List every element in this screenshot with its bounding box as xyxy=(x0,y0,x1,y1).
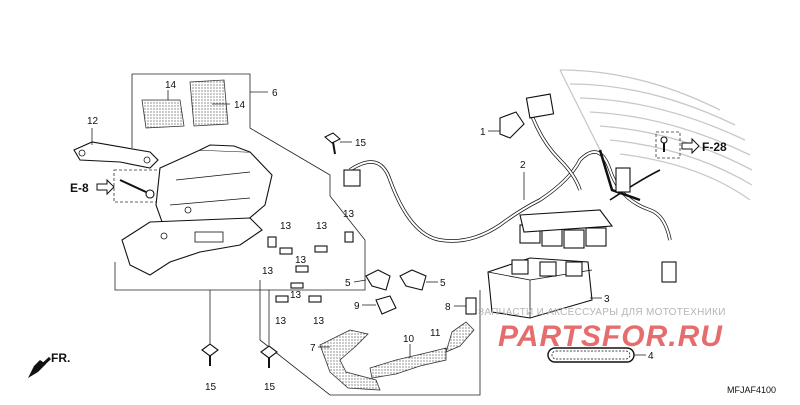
strap-7 xyxy=(319,329,381,391)
ref-f28-label: F-28 xyxy=(702,140,727,154)
callout-15-top: 15 xyxy=(355,138,367,149)
callout-8: 8 xyxy=(445,302,451,313)
f28-arrow xyxy=(681,137,700,155)
group-outline-6 xyxy=(114,73,366,291)
e8-bolt xyxy=(113,169,161,203)
callout-15-left: 15 xyxy=(205,382,217,393)
wire-harness-2 xyxy=(343,93,677,283)
callout-13e: 13 xyxy=(295,255,307,266)
ecu-3 xyxy=(487,257,593,319)
watermark-tagline: ЗАПЧАСТИ И АКСЕССУАРЫ ДЛЯ МОТОТЕХНИКИ xyxy=(478,307,726,318)
callout-14a: 14 xyxy=(165,80,177,91)
callout-11: 11 xyxy=(430,328,441,339)
callout-13f: 13 xyxy=(275,316,287,327)
callout-6: 6 xyxy=(272,88,278,99)
front-direction-arrow xyxy=(28,356,52,378)
group-outline-lower xyxy=(259,280,481,396)
e8-arrow xyxy=(96,178,115,196)
front-label: FR. xyxy=(51,351,70,365)
clip-5-right xyxy=(399,269,427,291)
callout-13b: 13 xyxy=(316,221,328,232)
strap-11 xyxy=(445,321,475,353)
bracket-1 xyxy=(499,111,525,139)
clip-5-left xyxy=(365,269,391,291)
diagram-code: MFJAF4100 xyxy=(727,385,776,395)
callout-12: 12 xyxy=(87,116,99,127)
watermark-brand: PARTSFOR.RU xyxy=(498,320,723,353)
clip-9 xyxy=(375,295,397,315)
ref-e8-label: E-8 xyxy=(70,181,89,195)
bolt-15-mid xyxy=(260,345,278,368)
callout-13a: 13 xyxy=(280,221,292,232)
f28-bolt xyxy=(655,131,681,159)
callout-3: 3 xyxy=(604,294,610,305)
bolt-15-left xyxy=(201,343,219,366)
callout-4: 4 xyxy=(648,351,654,362)
callout-14b: 14 xyxy=(234,100,246,111)
wing-logo-watermark xyxy=(559,69,753,201)
clip-13-set xyxy=(267,231,354,303)
callout-13d: 13 xyxy=(262,266,274,277)
callout-2: 2 xyxy=(520,160,526,171)
callout-13h: 13 xyxy=(290,290,302,301)
control-unit-housing xyxy=(121,144,273,276)
foam-pad-14-left xyxy=(141,99,185,129)
callout-5-right: 5 xyxy=(440,278,446,289)
callout-13g: 13 xyxy=(313,316,325,327)
callout-10: 10 xyxy=(403,334,415,345)
callout-15-mid: 15 xyxy=(264,382,276,393)
callout-5-left: 5 xyxy=(345,278,351,289)
callout-1: 1 xyxy=(480,127,486,138)
block-8 xyxy=(465,297,477,315)
strap-10 xyxy=(369,347,447,379)
callout-labels: 14 14 6 12 15 1 2 3 4 5 5 7 8 9 10 11 13… xyxy=(87,80,654,393)
bracket-12 xyxy=(73,141,159,169)
bolt-15-top xyxy=(324,132,341,155)
foam-pad-14-right xyxy=(189,79,229,127)
callout-7: 7 xyxy=(310,343,316,354)
callout-9: 9 xyxy=(354,301,360,312)
callout-13c: 13 xyxy=(343,209,355,220)
